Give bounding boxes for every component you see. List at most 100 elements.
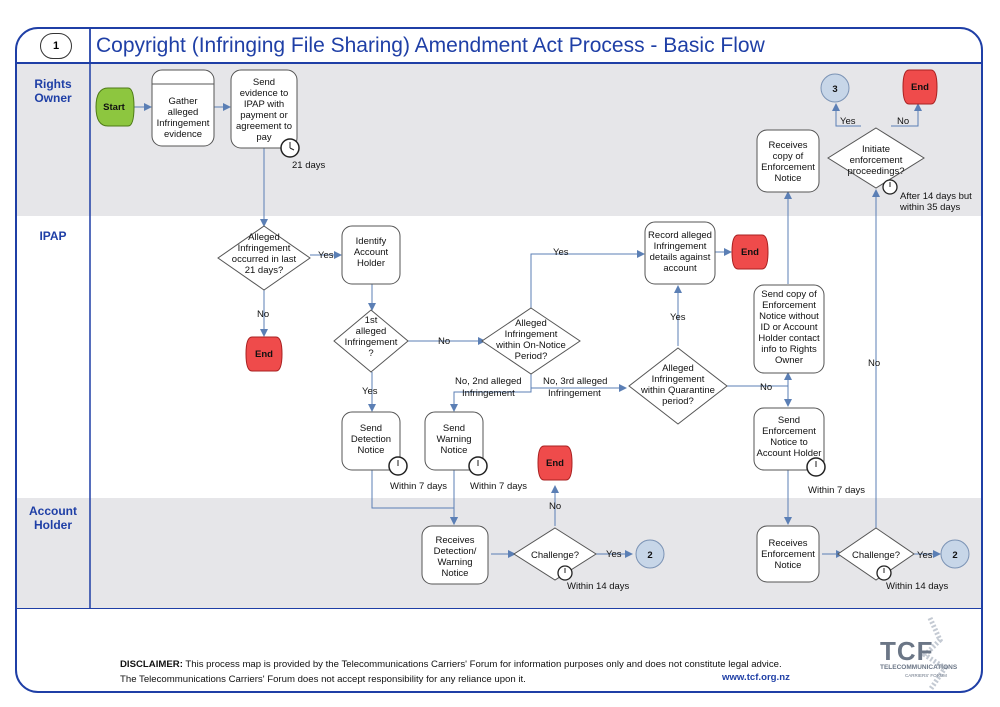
end-node-3: End <box>902 69 938 105</box>
label-yes-3: Yes <box>553 247 569 258</box>
outer-frame <box>15 27 983 693</box>
page-title: Copyright (Infringing File Sharing) Amen… <box>96 34 765 57</box>
node-text-line: Enforcement <box>761 549 815 560</box>
node-text-line: Enforcement <box>762 426 816 437</box>
node-text-line: Detection <box>351 434 391 445</box>
label-yes-1: Yes <box>318 250 334 261</box>
label-within-7-c: Within 7 days <box>808 485 865 496</box>
node-text-line: Enforcement <box>761 162 815 173</box>
node-text-line: ID or Account <box>760 322 817 333</box>
svg-text:2: 2 <box>952 550 957 561</box>
node-text-line: Notice <box>775 560 802 571</box>
label-after-14: After 14 days but <box>900 191 972 202</box>
label-no-2nd: No, 2nd alleged <box>455 376 522 387</box>
node-text-line: Holder contact <box>758 333 820 344</box>
node-text-line: enforcement <box>850 155 903 166</box>
svg-text:2: 2 <box>647 550 652 561</box>
node-text-line: Account Holder <box>757 448 822 459</box>
node-text-line: Notice without <box>759 311 819 322</box>
node-text-line: occurred in last <box>232 254 297 265</box>
svg-text:End: End <box>546 458 564 469</box>
node-text-line: Infringement <box>157 118 210 129</box>
start-node: Start <box>95 87 135 127</box>
node-text-line: Infringement <box>505 329 558 340</box>
node-text-line: within Quarantine <box>640 385 715 396</box>
node-text-line: Infringement <box>652 374 705 385</box>
node-text-line: pay <box>256 132 272 143</box>
node-text-line: details against <box>650 252 711 263</box>
node-text-line: period? <box>662 396 694 407</box>
node-text-line: Alleged <box>248 232 280 243</box>
clock-icon <box>468 456 488 476</box>
lane-ipap <box>17 216 981 498</box>
node-text-line: Infringement <box>345 337 398 348</box>
node-text-line: Notice <box>442 568 469 579</box>
node-text-line: evidence <box>164 129 202 140</box>
connector-2-a: 2 <box>635 539 665 569</box>
node-text-line: alleged <box>168 107 199 118</box>
node-text-line: Gather <box>168 96 197 107</box>
label-within-7-b: Within 7 days <box>470 481 527 492</box>
node-text-line: alleged <box>356 326 387 337</box>
node-text-line: Period? <box>515 351 548 362</box>
node-text-line: agreement to <box>236 121 292 132</box>
node-text-line: Receives <box>435 535 474 546</box>
label-no-1: No <box>257 309 269 320</box>
node-text-line: Send <box>253 77 275 88</box>
node-text-line: Receives <box>768 538 807 549</box>
label-yes-2: Yes <box>362 386 378 397</box>
node-text-line: Send <box>443 423 465 434</box>
svg-text:End: End <box>911 82 929 93</box>
node-text-line: IPAP with <box>244 99 284 110</box>
disclaimer: DISCLAIMER: This process map is provided… <box>120 659 782 685</box>
label-no-3rd: No, 3rd alleged <box>543 376 607 387</box>
node-text-line: Detection/ <box>434 546 477 557</box>
label-no-7: No <box>549 501 561 512</box>
label-within-14-b: Within 14 days <box>886 581 949 592</box>
node-text-line: payment or <box>240 110 288 121</box>
end-node-4: End <box>537 445 573 481</box>
node-text-line: Notice <box>775 173 802 184</box>
label-within-7-a: Within 7 days <box>390 481 447 492</box>
label-yes-7: Yes <box>917 550 933 561</box>
lane-label-ipap: IPAP <box>39 229 66 243</box>
svg-text:Challenge?: Challenge? <box>531 550 579 561</box>
node-text-line: Receives <box>768 140 807 151</box>
node-text-line: Account <box>354 247 389 258</box>
website-link[interactable]: www.tcf.org.nz <box>722 672 790 683</box>
node-text-line: within On-Notice <box>495 340 566 351</box>
label-yes-5: Yes <box>840 116 856 127</box>
node-text-line: Send <box>360 423 382 434</box>
node-text-line: info to Rights <box>761 344 817 355</box>
clock-icon <box>806 457 826 477</box>
label-within-35: within 35 days <box>899 202 960 213</box>
node-text-line: ? <box>368 348 373 359</box>
clock-icon <box>388 456 408 476</box>
node-text-line: Notice to <box>770 437 808 448</box>
clock-icon <box>557 565 573 581</box>
decision-challenge-2: Challenge? <box>837 527 915 581</box>
label-no-6: No <box>868 358 880 369</box>
flow-arrows <box>134 103 941 558</box>
